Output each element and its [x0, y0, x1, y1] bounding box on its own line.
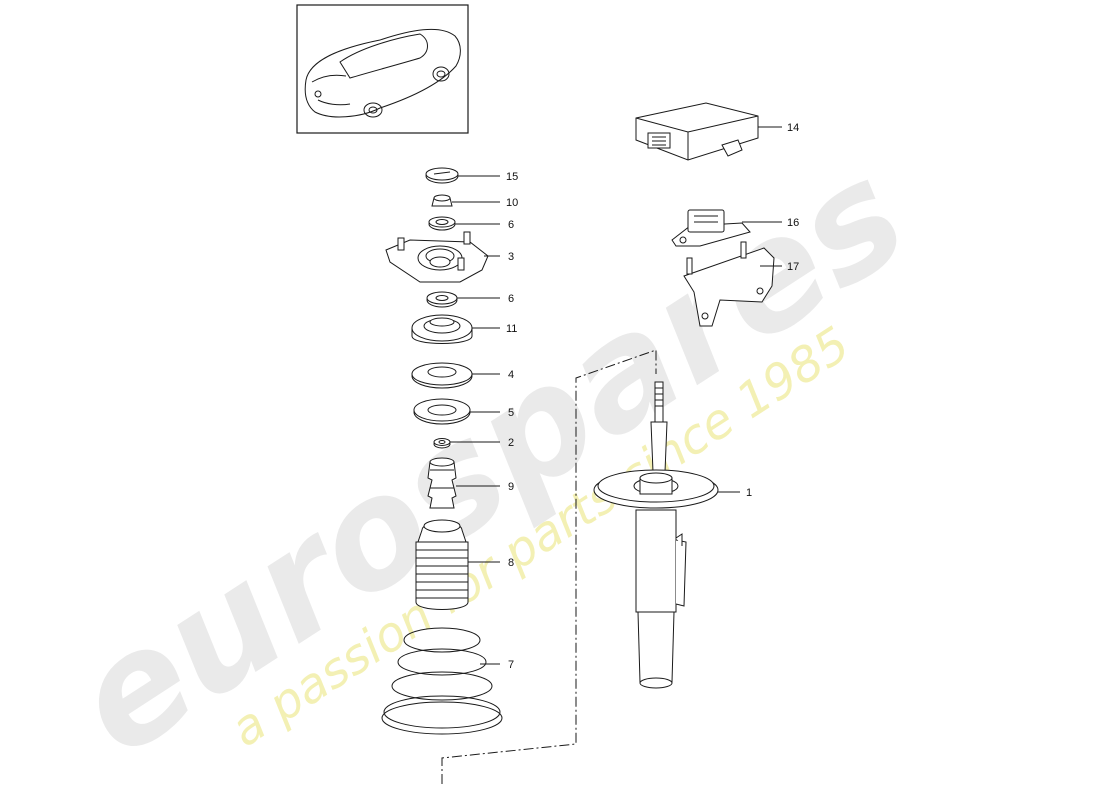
spring-seat-4: [411, 362, 473, 389]
callout-4: 4: [508, 369, 514, 381]
callout-15: 15: [506, 171, 518, 183]
nut-10: [431, 194, 453, 207]
watermark: eurospares a passion for parts since 198…: [45, 128, 935, 790]
callout-6-top: 6: [508, 219, 514, 231]
cap-15: [425, 167, 459, 184]
washer-6-bottom: [426, 291, 458, 308]
callout-7: 7: [508, 659, 514, 671]
assembly-lines: [441, 349, 657, 784]
dust-boot-8: [415, 519, 469, 610]
callout-2: 2: [508, 437, 514, 449]
top-mount-3: [385, 231, 489, 283]
shock-absorber-strut-icon: [593, 381, 719, 689]
callout-10: 10: [506, 197, 518, 209]
strut-mount-stack: [381, 167, 503, 735]
leader-lines: [450, 126, 782, 665]
sensor-bracket: [671, 209, 751, 247]
callout-8: 8: [508, 557, 514, 569]
callout-6-bottom: 6: [508, 293, 514, 305]
car-thumbnail: [296, 4, 469, 134]
car-thumbnail-icon: [304, 28, 461, 118]
callout-17: 17: [787, 261, 799, 273]
callout-14: 14: [787, 122, 799, 134]
spring-seat-5: [413, 398, 471, 425]
washer-2: [433, 438, 451, 449]
callout-11: 11: [506, 323, 517, 335]
callout-3: 3: [508, 251, 514, 263]
bearing-11: [411, 314, 473, 344]
washer-6-top: [428, 216, 456, 231]
control-unit: [635, 102, 759, 161]
coil-spring-icon: [381, 627, 503, 735]
watermark-brand: eurospares: [45, 128, 935, 790]
callout-5: 5: [508, 407, 514, 419]
bump-stop-9: [427, 457, 457, 509]
callout-1: 1: [746, 487, 752, 499]
strut-bracket: [683, 241, 775, 327]
callouts: 15 10 6 3 6 11 4 5 2 9 8 7 1 14 16 17: [506, 122, 799, 671]
callout-9: 9: [508, 481, 514, 493]
callout-16: 16: [787, 217, 799, 229]
